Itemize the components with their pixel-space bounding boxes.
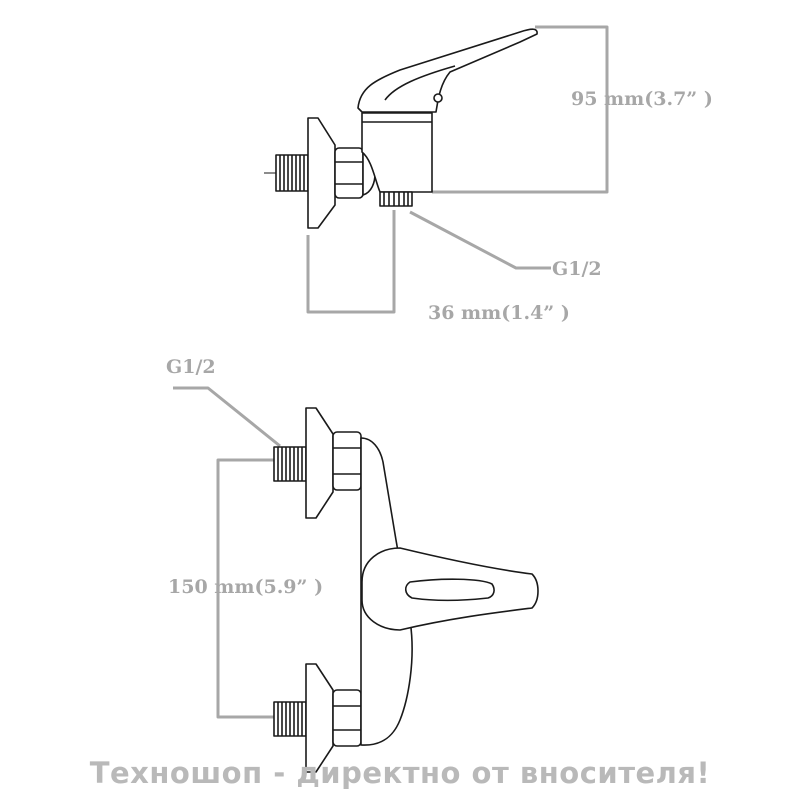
top-wall-flange [307, 117, 336, 229]
bottom-faucet-front-view [173, 386, 539, 773]
depth-dimension-label: 36 mm(1.4” ) [428, 302, 570, 324]
inlet-thread-label: G1/2 [166, 356, 216, 378]
outlet-thread-label: G1/2 [552, 258, 602, 280]
bottom-lower-inlet [273, 663, 362, 773]
watermark-text: Техношоп - директно от вносителя! [89, 756, 711, 790]
top-dimension-lines [306, 25, 609, 314]
height-dimension-label: 95 mm(3.7” ) [571, 88, 713, 110]
bottom-dimension-lines [173, 386, 281, 719]
top-outlet-thread [379, 191, 413, 207]
top-faucet-side-view [264, 25, 609, 314]
top-thread-pipe [275, 154, 309, 192]
inlet-spacing-label: 150 mm(5.9” ) [168, 576, 324, 598]
top-hex-nut [334, 147, 364, 199]
bottom-upper-inlet [273, 407, 362, 519]
top-mixer-body [361, 112, 433, 193]
